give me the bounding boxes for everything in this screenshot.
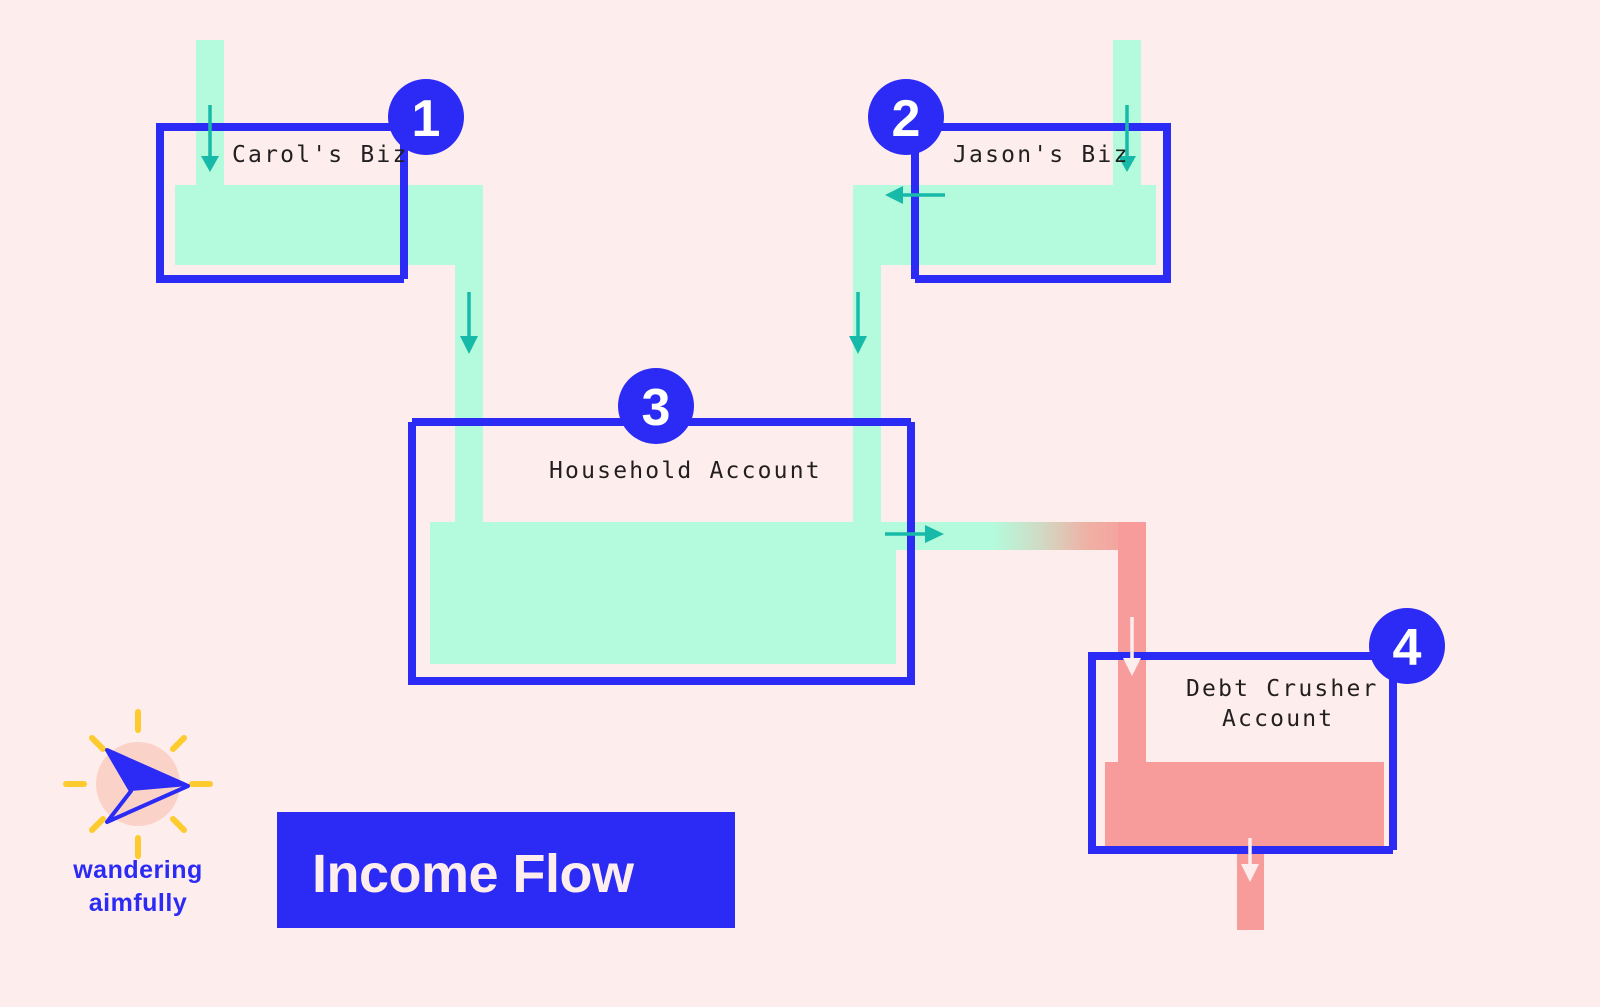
container-carols-biz [156,123,404,283]
flow-arrows-group [201,105,1136,543]
flow-carols-biz-fill [175,185,483,265]
arrow-right-household-outflow-icon [885,525,944,543]
arrow-down-into-jasons-icon [1118,105,1136,172]
arrow-down-carols-to-household-icon [460,292,478,354]
label-debt-crusher-account-line1: Debt Crusher [1186,676,1379,702]
step-badge-3[interactable]: 3 [618,368,694,444]
title-banner: Income Flow [277,812,735,928]
brand-logo[interactable]: wandering aimfully [63,709,213,917]
arrow-down-debt-crusher-outflow-icon [1241,838,1259,882]
container-debt-crusher-account [1088,652,1393,854]
arrow-down-into-debt-crusher-icon [1123,617,1141,676]
page-title: Income Flow [312,844,635,904]
step-badge-1-number: 1 [412,90,441,148]
label-debt-crusher-account-line2: Account [1222,706,1334,732]
label-carols-biz: Carol's Biz [232,142,409,168]
pink-flow-arrows-group [1123,617,1259,882]
flow-household-account-fill [430,522,896,664]
step-badge-4-circle [1369,608,1445,684]
arrow-left-jasons-outflow-icon [885,186,945,204]
arrow-down-jasons-to-household-icon [849,292,867,354]
logo-sun-rays-icon [63,709,213,859]
flow-jasons-to-household [853,185,881,527]
step-badge-4-number: 4 [1393,619,1422,677]
label-jasons-biz: Jason's Biz [953,142,1130,168]
step-badge-4[interactable]: 4 [1369,608,1445,684]
step-badge-2-number: 2 [892,90,921,148]
arrow-down-into-carols-icon [201,105,219,172]
step-badge-3-circle [618,368,694,444]
container-jasons-biz [915,123,1171,283]
flow-jasons-biz-fill [853,185,1156,265]
label-household-account: Household Account [549,458,822,484]
step-badge-2[interactable]: 2 [868,79,944,155]
step-badge-1-circle [388,79,464,155]
brand-name-line1: wandering [72,856,203,884]
step-badge-2-circle [868,79,944,155]
green-flow-group [175,40,1156,664]
step-badge-3-number: 3 [642,379,671,437]
paper-plane-icon [105,748,190,824]
flow-carols-to-household [455,185,483,527]
brand-name-line2: aimfully [89,889,187,917]
title-banner-bg [277,812,735,928]
step-badge-1[interactable]: 1 [388,79,464,155]
container-household-account [408,422,915,685]
